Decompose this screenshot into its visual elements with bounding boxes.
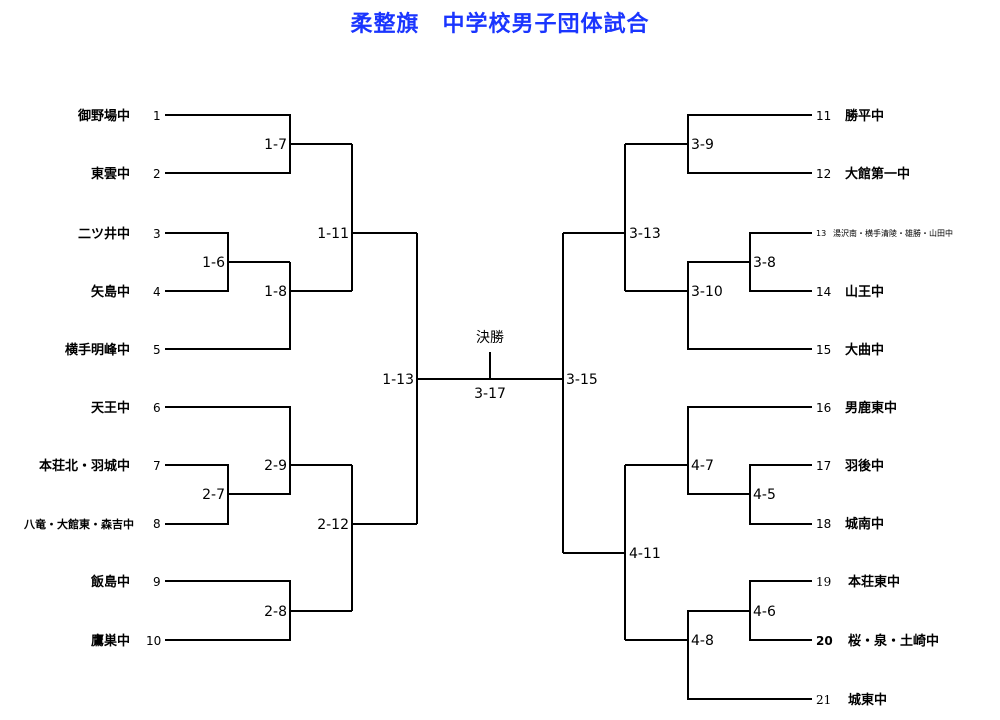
team-seed: 14 [816, 285, 831, 299]
match-label: 2-7 [202, 487, 225, 503]
match-label: 3-15 [566, 372, 598, 388]
team-name: 二ツ井中 [78, 226, 130, 242]
team-seed: 13 [816, 229, 826, 238]
team-name: 山王中 [845, 284, 884, 300]
team-name: 大曲中 [845, 342, 884, 358]
match-label: 3-17 [474, 386, 506, 402]
team-name: 城東中 [848, 692, 887, 708]
final-label: 決勝 [476, 330, 504, 346]
match-label: 4-8 [691, 633, 714, 649]
match-label: 3-10 [691, 284, 723, 300]
team-name: 矢島中 [91, 284, 130, 300]
team-seed: 6 [153, 401, 161, 415]
team-seed: 2 [153, 167, 161, 181]
bracket-line [165, 406, 291, 495]
team-name: 御野場中 [77, 108, 130, 124]
match-label: 1-8 [264, 284, 287, 300]
left-team-list: 御野場中 1 東雲中 2 二ツ井中 3 矢島中 4 横手明峰中 5 天王中 6 … [23, 108, 161, 649]
team-name: 本荘東中 [848, 574, 900, 590]
match-label: 1-11 [317, 226, 349, 242]
team-seed: 7 [153, 459, 161, 473]
team-seed: 9 [153, 575, 161, 589]
team-seed: 10 [146, 634, 161, 648]
match-label: 3-8 [753, 255, 776, 271]
team-seed: 20 [816, 634, 833, 648]
match-label: 1-7 [264, 137, 287, 153]
team-seed: 16 [816, 401, 831, 415]
team-seed: 8 [153, 517, 161, 531]
team-seed: 3 [153, 227, 161, 241]
team-name: 鷹巣中 [91, 633, 130, 649]
team-name: 湯沢南・横手清陵・雄勝・山田中 [833, 228, 953, 238]
team-name: 八竜・大館東・森吉中 [23, 517, 134, 531]
team-name: 城南中 [845, 516, 884, 532]
team-seed: 18 [816, 517, 831, 531]
match-label: 4-5 [753, 487, 776, 503]
team-seed: 5 [153, 343, 161, 357]
team-seed: 21 [816, 693, 831, 707]
right-team-list: 11 勝平中 12 大館第一中 13 湯沢南・横手清陵・雄勝・山田中 14 山王… [816, 108, 953, 708]
left-match-labels: 1-7 1-6 1-8 1-11 2-9 2-7 2-12 2-8 1-13 [202, 137, 414, 620]
team-seed: 15 [816, 343, 831, 357]
page-title: 柔整旗 中学校男子団体試合 [350, 12, 650, 37]
right-bracket-lines [562, 114, 812, 700]
team-name: 東雲中 [91, 166, 130, 182]
team-name: 羽後中 [845, 458, 884, 474]
team-name: 勝平中 [845, 108, 884, 124]
team-name: 天王中 [91, 400, 130, 416]
bracket-line [687, 114, 812, 174]
match-label: 2-9 [264, 458, 287, 474]
team-seed: 4 [153, 285, 161, 299]
bracket-line [687, 261, 812, 350]
match-label: 2-12 [317, 517, 349, 533]
team-name: 飯島中 [90, 574, 130, 590]
team-seed: 17 [816, 459, 831, 473]
match-label: 4-11 [629, 546, 661, 562]
team-seed: 1 [153, 109, 161, 123]
team-name: 桜・泉・土崎中 [848, 633, 939, 649]
right-match-labels: 3-15 3-13 3-9 3-8 3-10 4-7 4-5 4-11 4-6 … [566, 137, 776, 649]
team-name: 男鹿東中 [845, 400, 897, 416]
team-name: 本荘北・羽城中 [39, 458, 130, 474]
match-label: 3-9 [691, 137, 714, 153]
team-seed: 11 [816, 109, 831, 123]
team-seed: 19 [816, 575, 831, 589]
match-label: 2-8 [264, 604, 287, 620]
bracket-line [687, 610, 812, 700]
team-seed: 12 [816, 167, 831, 181]
match-label: 3-13 [629, 226, 661, 242]
match-label: 4-6 [753, 604, 776, 620]
left-bracket-lines [165, 114, 563, 641]
team-name: 横手明峰中 [65, 342, 130, 358]
bracket-line [749, 464, 812, 525]
bracket-line [687, 406, 812, 495]
team-name: 大館第一中 [845, 166, 910, 182]
match-label: 4-7 [691, 458, 714, 474]
match-label: 1-13 [382, 372, 414, 388]
match-label: 1-6 [202, 255, 225, 271]
